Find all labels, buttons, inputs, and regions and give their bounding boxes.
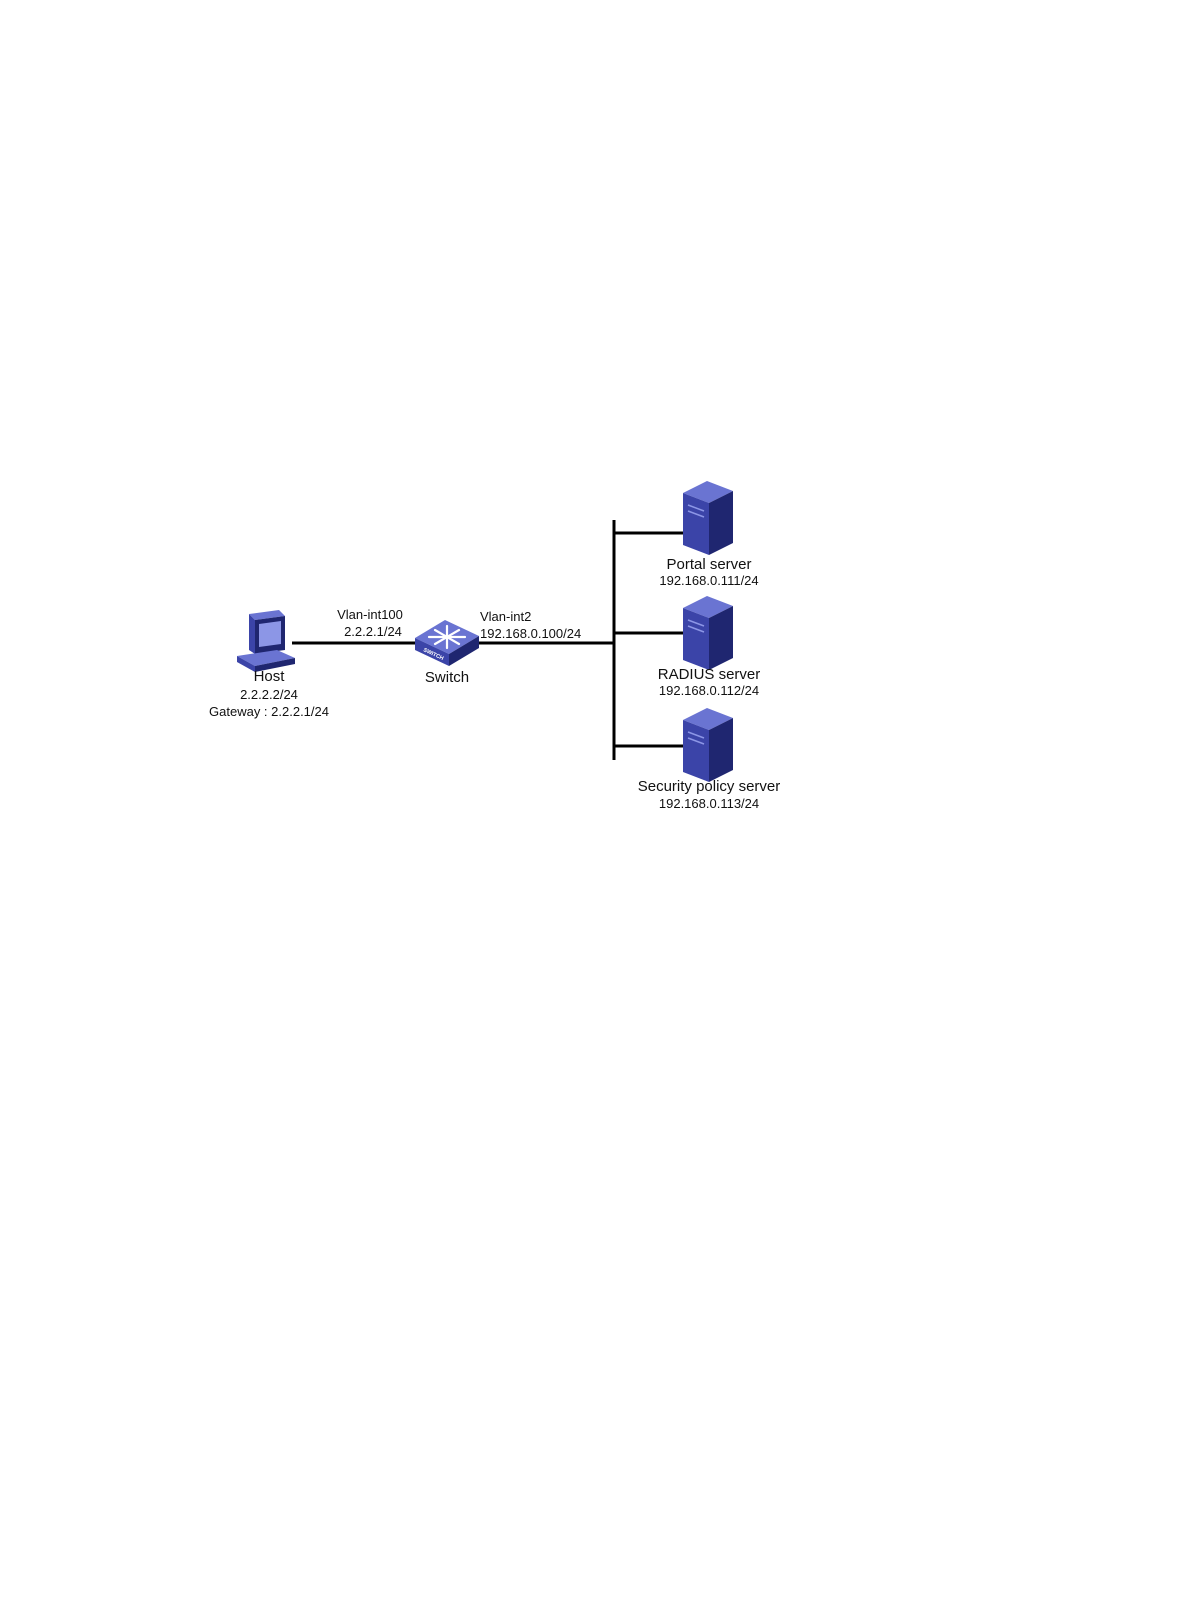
server-security-name: Security policy server — [638, 778, 781, 795]
switch-if-right-ip: 192.168.0.100/24 — [480, 626, 581, 641]
switch-if-right-name: Vlan-int2 — [480, 609, 531, 624]
server-portal-ip: 192.168.0.111/24 — [659, 573, 758, 588]
server-tower-icon-radius — [683, 596, 733, 670]
server-portal-name: Portal server — [666, 556, 751, 573]
switch-icon: SWITCH — [415, 620, 479, 666]
server-security-ip: 192.168.0.113/24 — [659, 796, 759, 811]
server-tower-icon-portal — [683, 481, 733, 555]
switch-name: Switch — [425, 669, 469, 686]
desktop-computer-icon — [237, 610, 295, 672]
server-tower-icon-security — [683, 708, 733, 782]
switch-if-left-ip: 2.2.2.1/24 — [344, 624, 402, 639]
host-gateway: Gateway : 2.2.2.1/24 — [209, 704, 329, 719]
host-name: Host — [254, 668, 286, 685]
server-radius-name: RADIUS server — [658, 666, 761, 683]
host-ip: 2.2.2.2/24 — [240, 687, 298, 702]
server-radius-ip: 192.168.0.112/24 — [659, 683, 759, 698]
switch-if-left-name: Vlan-int100 — [337, 607, 403, 622]
